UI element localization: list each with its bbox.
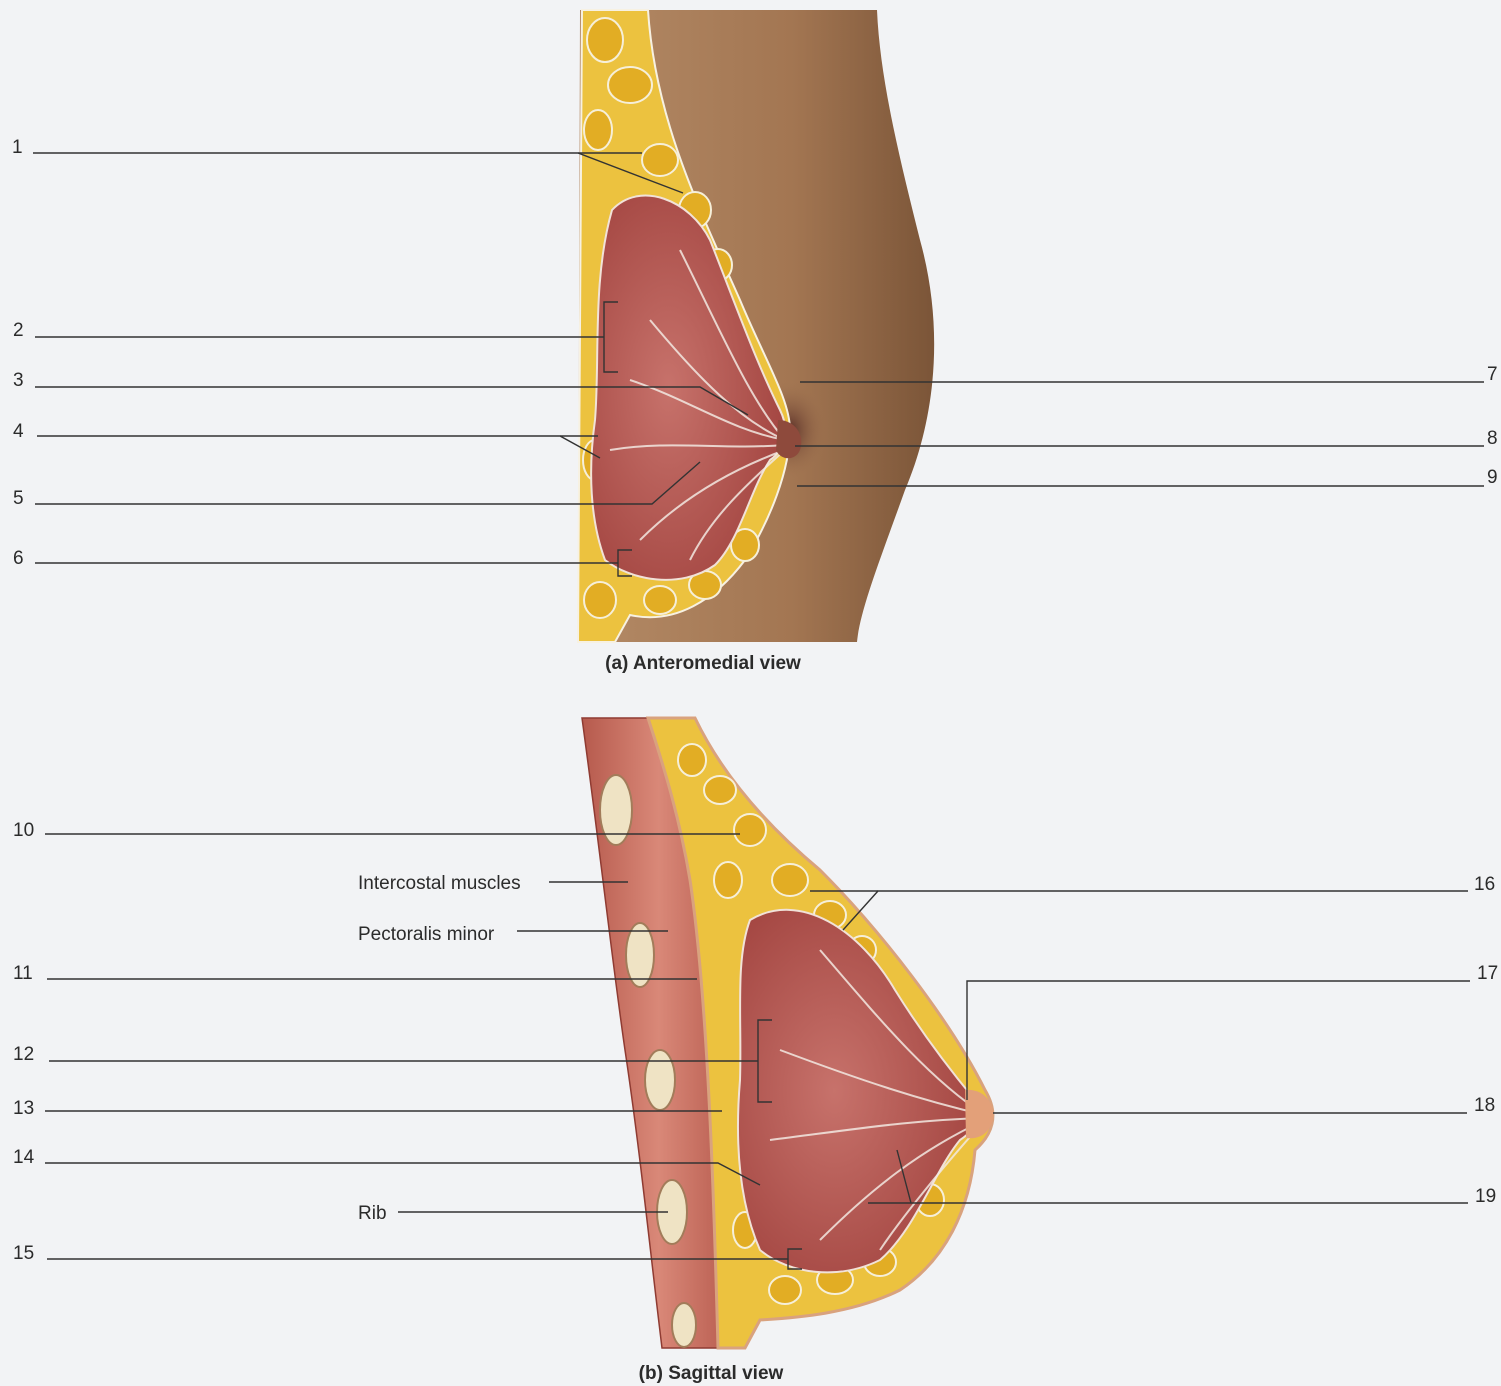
label-5: 5	[13, 488, 24, 509]
label-13: 13	[13, 1098, 34, 1119]
caption-a: (a) Anteromedial view	[605, 653, 801, 674]
label-15: 15	[13, 1243, 34, 1264]
label-17: 17	[1477, 963, 1498, 984]
label-11: 11	[13, 963, 33, 984]
label-intercostal-muscles: Intercostal muscles	[358, 873, 521, 894]
label-12: 12	[13, 1044, 34, 1065]
label-rib: Rib	[358, 1203, 387, 1224]
label-7: 7	[1487, 364, 1498, 385]
caption-b: (b) Sagittal view	[639, 1363, 784, 1384]
label-14: 14	[13, 1147, 35, 1168]
label-pectoralis-minor: Pectoralis minor	[358, 924, 495, 945]
label-1: 1	[12, 137, 23, 158]
label-4: 4	[13, 421, 24, 442]
label-2: 2	[13, 320, 24, 341]
label-6: 6	[13, 548, 24, 569]
label-9: 9	[1487, 467, 1498, 488]
label-8: 8	[1487, 428, 1498, 449]
panel-a-anteromedial-illustration	[578, 10, 934, 642]
label-10: 10	[13, 820, 34, 841]
label-3: 3	[13, 370, 24, 391]
label-16: 16	[1474, 874, 1495, 895]
label-19: 19	[1475, 1186, 1496, 1207]
label-18: 18	[1474, 1095, 1495, 1116]
